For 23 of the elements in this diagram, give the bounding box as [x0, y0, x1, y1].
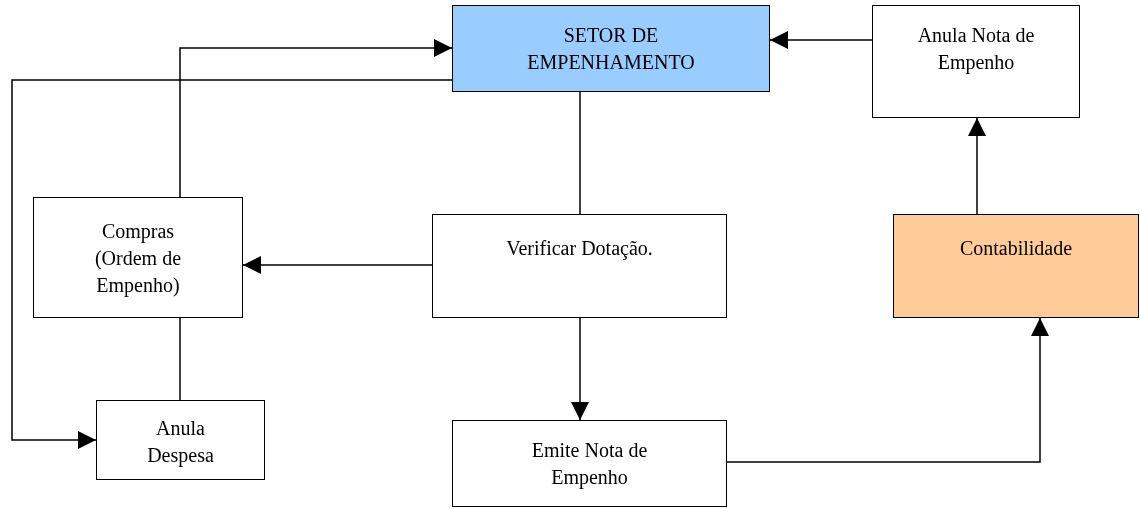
connector-line: [579, 91, 581, 215]
box-label: Emite Nota de Empenho: [530, 438, 649, 491]
process-box: [452, 5, 770, 92]
arrow: [968, 117, 986, 215]
box-label: Verificar Dotação.: [505, 236, 654, 262]
connector-line: [179, 317, 181, 401]
box-label: SETOR DE EMPENHAMENTO: [526, 23, 696, 75]
arrow: [726, 317, 1049, 463]
process-box: [893, 214, 1139, 318]
arrow: [179, 39, 453, 198]
arrow: [769, 31, 873, 49]
arrow: [242, 256, 433, 274]
box-label: Contabilidade: [958, 236, 1074, 261]
box-label: Compras (Ordem de Empenho): [93, 219, 183, 299]
arrow: [11, 79, 453, 449]
box-label: Anula Despesa: [146, 416, 215, 469]
process-box: [452, 420, 727, 507]
process-box: [96, 400, 265, 480]
process-box: [33, 197, 243, 318]
process-box: [872, 5, 1080, 118]
box-label: Anula Nota de Empenho: [916, 23, 1036, 76]
arrow: [571, 317, 589, 421]
process-box: [432, 214, 727, 318]
